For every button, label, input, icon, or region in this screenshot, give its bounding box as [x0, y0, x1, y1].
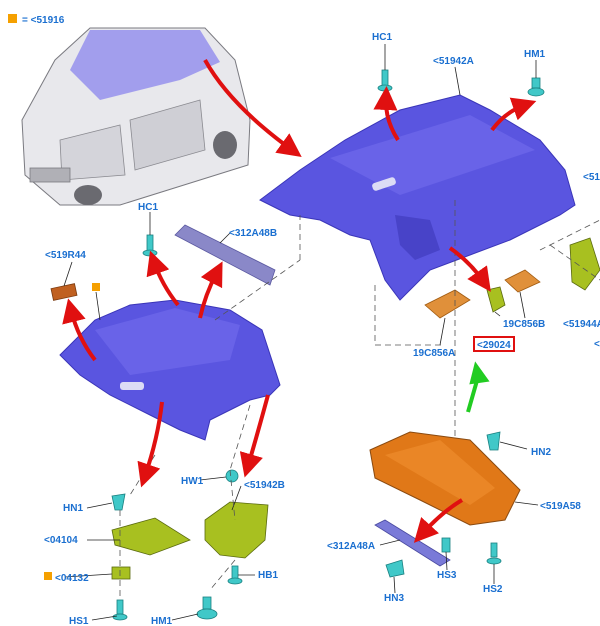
label-hm1-top: HM1 [524, 49, 546, 60]
arrow-down-right [239, 394, 270, 478]
fastener-hc1-top [377, 69, 393, 92]
label-hw1: HW1 [181, 476, 204, 487]
labels: HC1 <51942A HM1 <51 HC1 <312A48B <519R44… [44, 32, 600, 626]
label-312a48a: <312A48A [327, 541, 375, 552]
arrow-down-left [137, 401, 164, 488]
bracket-312a48b [174, 224, 276, 286]
label-519r44: <519R44 [45, 250, 86, 261]
marker-rear-headliner [92, 283, 100, 291]
label-51-right: <51 [583, 172, 600, 183]
arrow-green [466, 361, 490, 413]
part-19c856b [504, 269, 541, 293]
vehicle-illustration [21, 27, 251, 206]
label-edge: < [594, 339, 600, 350]
leader-lines [63, 44, 539, 621]
fasteners [111, 69, 545, 621]
headliner-main [259, 94, 576, 301]
label-hs1: HS1 [69, 616, 89, 626]
label-19c856b: 19C856B [503, 319, 545, 330]
label-hc1-top: HC1 [372, 32, 392, 43]
label-hn1: HN1 [63, 503, 83, 514]
fastener-hm1-top [527, 77, 545, 97]
fastener-hn1 [111, 493, 126, 511]
fastener-hb1 [227, 565, 243, 585]
fastener-hs1 [112, 599, 128, 621]
arrow-to-312a48a [413, 498, 464, 543]
legend: = <51916 [8, 14, 65, 26]
fastener-hs3 [441, 537, 451, 553]
part-51944a [569, 237, 600, 291]
legend-marker [8, 14, 17, 23]
part-519r44 [50, 283, 78, 301]
arrow-to-hm1-top [490, 97, 537, 132]
legend-text: = <51916 [22, 15, 65, 26]
arrow-vehicle-to-headliner [203, 59, 302, 158]
label-hc1-left: HC1 [138, 202, 158, 213]
fastener-hw1 [225, 469, 239, 483]
part-51942b [204, 501, 269, 559]
label-312a48b: <312A48B [229, 228, 277, 239]
label-19c856a: 19C856A [413, 348, 455, 359]
arrow-to-29024 [448, 246, 491, 292]
headliner-rear [59, 299, 281, 441]
marker-04132 [44, 572, 52, 580]
label-hm1-bottom: HM1 [151, 616, 173, 626]
label-51942a: <51942A [433, 56, 474, 67]
fastener-hs2 [486, 542, 502, 565]
fastener-hm1-bottom [196, 596, 218, 620]
part-04104 [111, 517, 191, 556]
part-19c856a [424, 289, 471, 319]
part-29024 [486, 286, 506, 313]
label-hn3: HN3 [384, 593, 404, 604]
label-hb1: HB1 [258, 570, 278, 581]
label-hn2: HN2 [531, 447, 551, 458]
fastener-hn3 [385, 559, 405, 578]
fastener-hc1-left [142, 234, 158, 257]
label-51942b: <51942B [244, 480, 285, 491]
fastener-hn2 [486, 431, 501, 451]
arrow-to-hc1-left [146, 250, 180, 307]
arrow-to-hc1-top [373, 86, 400, 142]
label-29024: <29024 [477, 340, 511, 351]
arrow-to-312a48b [198, 261, 223, 319]
label-hs3: HS3 [437, 570, 457, 581]
label-51944a: <51944A [563, 319, 600, 330]
label-04132: <04132 [55, 573, 89, 584]
label-hs2: HS2 [483, 584, 503, 595]
part-04132 [111, 566, 131, 580]
arrow-to-519r44 [62, 298, 97, 362]
label-04104: <04104 [44, 535, 78, 546]
highlight-box-29024 [473, 336, 515, 352]
label-519a58: <519A58 [540, 501, 581, 512]
red-arrows [62, 59, 537, 543]
bracket-312a48a [374, 519, 451, 567]
